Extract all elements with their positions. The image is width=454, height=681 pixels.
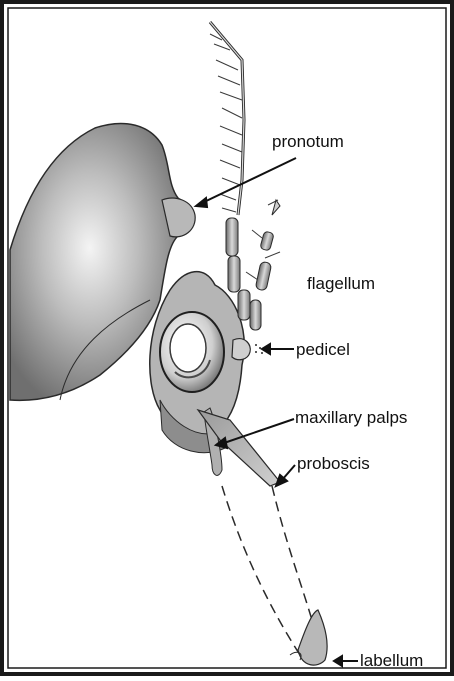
label-maxillary-palps: maxillary palps: [295, 409, 407, 426]
label-labellum: labellum: [360, 652, 423, 669]
flagellum-segment: [260, 231, 274, 251]
flagellum-segment: [250, 300, 261, 330]
pedicel-shape: [232, 339, 250, 360]
label-pedicel: pedicel: [296, 341, 350, 358]
label-pronotum: pronotum: [272, 133, 344, 150]
label-flagellum: flagellum: [307, 275, 375, 292]
proboscis-dashed-left: [222, 486, 300, 655]
arrowhead-labellum: [334, 656, 342, 666]
eye-highlight: [170, 324, 206, 372]
flagellum-segment: [226, 218, 238, 256]
flagellum-segment: [238, 290, 250, 320]
labellum-shape: [298, 610, 327, 665]
flagellum-segment: [228, 256, 240, 292]
flagellum-segment: [255, 261, 272, 291]
label-proboscis: proboscis: [297, 455, 370, 472]
arrowhead-pedicel: [262, 344, 270, 354]
proboscis-dashed-right: [272, 486, 312, 620]
arrowhead-pronotum: [196, 198, 207, 207]
